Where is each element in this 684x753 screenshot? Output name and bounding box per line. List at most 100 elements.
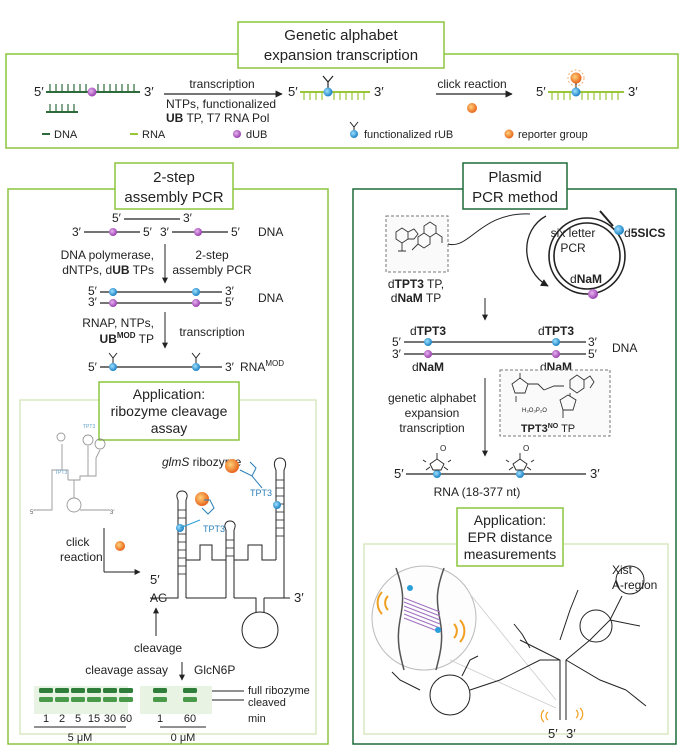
gel-band <box>71 688 85 693</box>
small-tpt3-label-2: TPT3 <box>83 424 95 430</box>
rna-mod-label: RNAMOD <box>240 359 284 374</box>
lane-label: 15 <box>88 713 100 725</box>
tpt3no-label: TPT3NO TP <box>521 423 575 435</box>
tp-structures-box <box>385 215 449 273</box>
gel-band <box>103 688 117 693</box>
svg-text:3′: 3′ <box>588 335 598 349</box>
top-title-line2: expansion transcription <box>264 47 418 64</box>
glcn6p-label: GlcN6P <box>194 663 235 677</box>
gel-band <box>39 697 53 702</box>
legend: DNA RNA dUB functionalized rUB reporter … <box>42 121 588 141</box>
arrow1-label-top: transcription <box>189 77 254 91</box>
xist-label-2: A-region <box>612 578 657 592</box>
gel-band <box>119 697 133 702</box>
small-tpt3-label: TPT3 <box>55 470 67 476</box>
svg-text:3′: 3′ <box>225 284 235 298</box>
lane-label: 60 <box>120 713 132 725</box>
plasmid-icon <box>548 210 626 299</box>
svg-text:5′: 5′ <box>34 84 44 99</box>
svg-text:5′: 5′ <box>231 225 241 239</box>
tpt3-nam-dna-icon: dTPT3 dTPT3 5′ 3′ 3′ 5′ dNaM dNaM DNA <box>392 324 637 374</box>
epr-app-title-box <box>456 507 564 567</box>
gel-band <box>153 688 167 693</box>
xist-spin-labels <box>540 707 584 723</box>
lane-label: 60 <box>184 713 196 725</box>
svg-text:5′: 5′ <box>588 347 598 361</box>
dna-template-icon: 5′ 3′ <box>34 84 154 113</box>
svg-text:3′: 3′ <box>110 510 115 516</box>
legend-dub: dUB <box>246 129 267 141</box>
top-title-line1: Genetic alphabet <box>284 27 398 44</box>
svg-text:5′: 5′ <box>30 510 35 516</box>
gel-band <box>153 697 167 702</box>
arrow1-label-bottom2: UB TP, T7 RNA Pol <box>166 111 269 125</box>
reporter-icon-click <box>115 541 125 551</box>
click-label-2: reaction <box>60 550 103 564</box>
svg-text:5′: 5′ <box>143 225 153 239</box>
lane-label: 30 <box>104 713 116 725</box>
step1-right-2: assembly PCR <box>172 263 252 277</box>
svg-text:O: O <box>440 444 446 453</box>
six-letter-1: six letter <box>551 226 596 240</box>
svg-text:3′: 3′ <box>183 211 193 225</box>
left-dna-label-2: DNA <box>258 291 283 305</box>
gel-band <box>119 688 133 693</box>
tpt3no-sugar-text: H₃O₃P₂O <box>522 408 547 414</box>
arrow1-label-bottom1: NTPs, functionalized <box>166 97 276 111</box>
left-title-box <box>114 162 234 210</box>
ds-dna-icon: 5′ 3′ 3′ 5′ DNA <box>88 284 283 309</box>
ribozyme-app-title-2: ribozyme cleavage <box>111 403 228 419</box>
svg-text:3′: 3′ <box>225 360 235 374</box>
gel-bands <box>39 688 197 702</box>
step2-left-1: RNAP, NTPs, <box>82 316 154 330</box>
primer-assembly-icon: 5′ 3′ 3′ 5′ 3′ 5′ DNA <box>72 211 283 239</box>
rna-nitroxide-icon: 5′ 3′ O O <box>394 444 600 481</box>
left-title-line1: 2-step <box>153 169 195 186</box>
gel-band <box>87 688 101 693</box>
gel-band <box>39 688 53 693</box>
rna-length-label: RNA (18-377 nt) <box>434 485 521 499</box>
gel-band <box>183 688 197 693</box>
arrow2-label-top: click reaction <box>437 77 506 91</box>
step1-left-1: DNA polymerase, <box>61 248 154 262</box>
svg-text:3′: 3′ <box>590 466 600 481</box>
svg-text:TPT3: TPT3 <box>250 488 272 498</box>
reporter-group-icon <box>467 103 477 113</box>
tpt3-label-1: TPT3 <box>176 492 225 534</box>
svg-text:5′: 5′ <box>536 84 546 99</box>
lane-label: 2 <box>59 713 65 725</box>
gel-band <box>71 697 85 702</box>
epr-app-title-3: measurements <box>464 546 557 562</box>
three-prime-ribozyme: 3′ <box>294 590 304 605</box>
svg-text:5′: 5′ <box>225 295 235 309</box>
gel-band <box>55 697 69 702</box>
gel-band <box>183 697 197 702</box>
gae-label-1: genetic alphabet <box>388 391 477 405</box>
step2-right: transcription <box>179 325 244 339</box>
legend-dna: DNA <box>54 129 78 141</box>
step2-left-2: UBMOD TP <box>100 331 154 346</box>
step1-left-2: dNTPs, dUB TPs <box>62 263 154 277</box>
epr-app-title-1: Application: <box>474 512 546 528</box>
legend-rna: RNA <box>142 129 166 141</box>
click-label-1: click <box>66 535 90 549</box>
svg-text:3′: 3′ <box>144 84 154 99</box>
full-ribozyme-label: full ribozyme <box>248 685 310 697</box>
xist-rna-structure <box>391 565 647 720</box>
tpt3-label-2: TPT3 <box>225 459 281 509</box>
svg-text:5′: 5′ <box>88 360 98 374</box>
tpt3no-structure <box>511 373 595 418</box>
left-dna-label-1: DNA <box>258 225 283 239</box>
lane-label: 1 <box>157 713 163 725</box>
svg-text:5′: 5′ <box>392 335 402 349</box>
svg-text:3′: 3′ <box>88 295 98 309</box>
svg-text:5′: 5′ <box>288 84 298 99</box>
svg-text:3′: 3′ <box>160 225 170 239</box>
svg-text:5′: 5′ <box>394 466 404 481</box>
epr-app-title-2: EPR distance <box>468 529 553 545</box>
gae-label-2: expansion <box>405 406 460 420</box>
right-panel: Plasmid PCR method dTPT3 TP, dNaM TP six… <box>352 162 677 745</box>
glms-ribozyme-structure <box>150 457 290 649</box>
six-letter-arrow <box>526 215 549 287</box>
